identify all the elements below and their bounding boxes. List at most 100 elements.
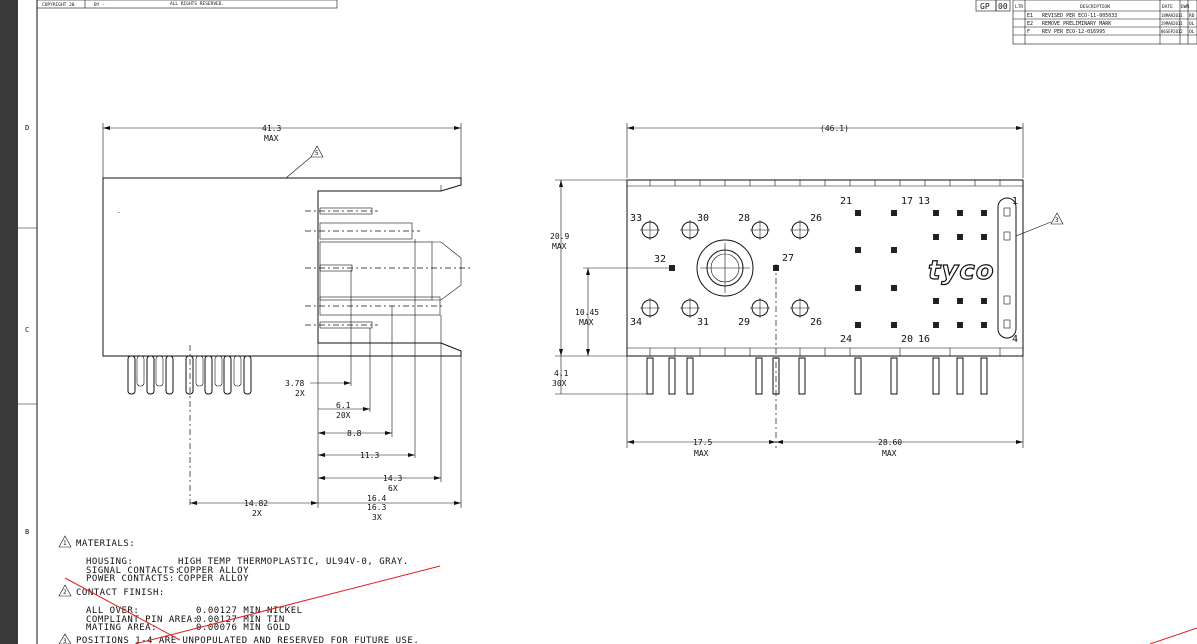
dim-tail: 4.1 <box>554 369 569 378</box>
dim-right-width-note: MAX <box>882 449 897 458</box>
note-2-title: CONTACT FINISH: <box>76 588 165 598</box>
rev-header-date: DATE <box>1162 4 1173 10</box>
note-2-triangle <box>58 584 72 597</box>
pin-label-13: 13 <box>918 196 930 207</box>
rev-header-dwn: DWN <box>1181 4 1189 10</box>
pin-label-34: 34 <box>630 317 642 328</box>
dim-left-width-note: MAX <box>694 449 709 458</box>
rev-row-desc: REVISED PER ECO-11-005033 <box>1042 13 1117 19</box>
dim-3-78-note: 2X <box>295 389 305 398</box>
pin-label-20: 20 <box>901 334 913 345</box>
dim-left-width: 17.5 <box>693 438 712 447</box>
pin-label-29: 29 <box>738 317 750 328</box>
copyright-text: COPYRIGHT 20 <box>42 2 75 8</box>
dim-tail-note: 30X <box>552 379 567 388</box>
signal-label: SIGNAL CONTACTS: <box>86 566 181 576</box>
power-label: POWER CONTACTS: <box>86 574 175 584</box>
dim-16-3: 16.3 <box>367 503 386 512</box>
rev-row-date: 18MAR2011 <box>1161 13 1183 18</box>
side-view-tails <box>127 355 252 395</box>
pin-label-24: 24 <box>840 334 852 345</box>
dim-8-8: 8.8 <box>347 429 362 438</box>
note-2-num: 2 <box>63 589 67 596</box>
rev-row-dwn: OL <box>1189 21 1195 27</box>
signal-value: COPPER ALLOY <box>178 566 249 576</box>
dim-width: (46.1) <box>820 124 849 133</box>
revision-block: GP 00 LTR DESCRIPTION DATE DWN E1 REVISE… <box>975 0 1197 45</box>
pin-label-33: 33 <box>630 213 642 224</box>
front-view-tails <box>646 357 988 395</box>
compliant-value: 0.00127 MIN TIN <box>196 615 285 625</box>
note-1-triangle <box>58 535 72 548</box>
dim-mid-note: MAX <box>579 318 594 327</box>
pin-label-16: 16 <box>918 334 930 345</box>
zone-letter-b: B <box>25 528 29 536</box>
red-markup <box>64 565 1197 644</box>
rev-header-desc: DESCRIPTION <box>1080 4 1110 10</box>
title-block: COPYRIGHT 20 BY - ALL RIGHTS RESERVED. <box>36 0 338 9</box>
note-ref-triangle <box>310 145 324 158</box>
allover-value: 0.00127 MIN NICKEL <box>196 606 303 616</box>
power-contacts <box>640 220 810 318</box>
dim-height: 20.9 <box>550 232 569 241</box>
pin-label-32: 32 <box>654 254 666 265</box>
rev-row-dwn: OL <box>1189 29 1195 35</box>
viewer-left-toolbar <box>0 0 18 644</box>
note-ref-5: 5 <box>315 150 319 157</box>
note-ref-3: 3 <box>1055 217 1059 224</box>
dim-14-3-note: 6X <box>388 484 398 493</box>
gp-value: 00 <box>998 2 1008 11</box>
mating-label: MATING AREA: <box>86 623 157 633</box>
rev-row-date: 29MAR2011 <box>1161 21 1183 26</box>
rev-row-date: 06SEP2012 <box>1161 29 1183 34</box>
note-3-text: POSITIONS 1-4 ARE UNPOPULATED AND RESERV… <box>76 636 419 644</box>
dim-11-3: 11.3 <box>360 451 379 460</box>
rev-row-desc: REV PER ECO-12-016995 <box>1042 29 1105 35</box>
rev-row-ltr: F <box>1027 29 1030 35</box>
note-3-triangle <box>58 633 72 644</box>
dim-14-82: 14.82 <box>244 499 268 508</box>
pin-label-28: 28 <box>738 213 750 224</box>
note-1-title: MATERIALS: <box>76 539 135 549</box>
notes-block: 1 MATERIALS: HOUSING: HIGH TEMP THERMOPL… <box>58 535 419 644</box>
pin-label-17: 17 <box>901 196 913 207</box>
rev-header-ltr: LTR <box>1015 4 1023 10</box>
gp-label: GP <box>980 2 990 11</box>
rev-row-desc: REMOVE PRELIMINARY MARK <box>1042 21 1111 27</box>
rev-row-ltr: E1 <box>1027 13 1033 19</box>
zone-letter-d: D <box>25 124 29 132</box>
dim-overall-length-note: MAX <box>264 134 279 143</box>
dim-overall-length: 41.3 <box>262 124 281 133</box>
svg-text:-: - <box>117 209 121 216</box>
note-3-num: 3 <box>63 638 67 644</box>
allover-label: ALL OVER: <box>86 606 139 616</box>
mating-value: 0.00076 MIN GOLD <box>196 623 291 633</box>
rev-row-ltr: E2 <box>1027 21 1033 27</box>
dim-mid: 10.45 <box>575 308 599 317</box>
front-view: (46.1) 20.9 MAX <box>550 123 1064 458</box>
reserved-slot-outline <box>997 197 1017 339</box>
pin-label-26b: 26 <box>810 317 822 328</box>
dim-16-4: 16.4 <box>367 494 386 503</box>
dim-3-78: 3.78 <box>285 379 304 388</box>
power-value: COPPER ALLOY <box>178 574 249 584</box>
dim-height-note: MAX <box>552 242 567 251</box>
note-ref-triangle <box>1050 212 1064 225</box>
dim-16-3-note: 3X <box>372 513 382 522</box>
housing-value: HIGH TEMP THERMOPLASTIC, UL94V-0, GRAY. <box>178 557 409 567</box>
dim-6-1-note: 20X <box>336 411 351 420</box>
rights-text: ALL RIGHTS RESERVED. <box>170 1 224 7</box>
pin-label-21: 21 <box>840 196 852 207</box>
top-ribs <box>649 180 1001 356</box>
pin-label-26: 26 <box>810 213 822 224</box>
note-1-num: 1 <box>63 540 67 547</box>
dim-14-3: 14.3 <box>383 474 402 483</box>
dim-right-width: 28.60 <box>878 438 902 447</box>
pin-label-30: 30 <box>697 213 709 224</box>
pin-label-1: 1 <box>1012 196 1018 207</box>
pin-label-31: 31 <box>697 317 709 328</box>
dim-6-1: 6.1 <box>336 401 351 410</box>
dim-14-82-note: 2X <box>252 509 262 518</box>
side-view: 41.3 MAX 5 - <box>102 123 472 522</box>
